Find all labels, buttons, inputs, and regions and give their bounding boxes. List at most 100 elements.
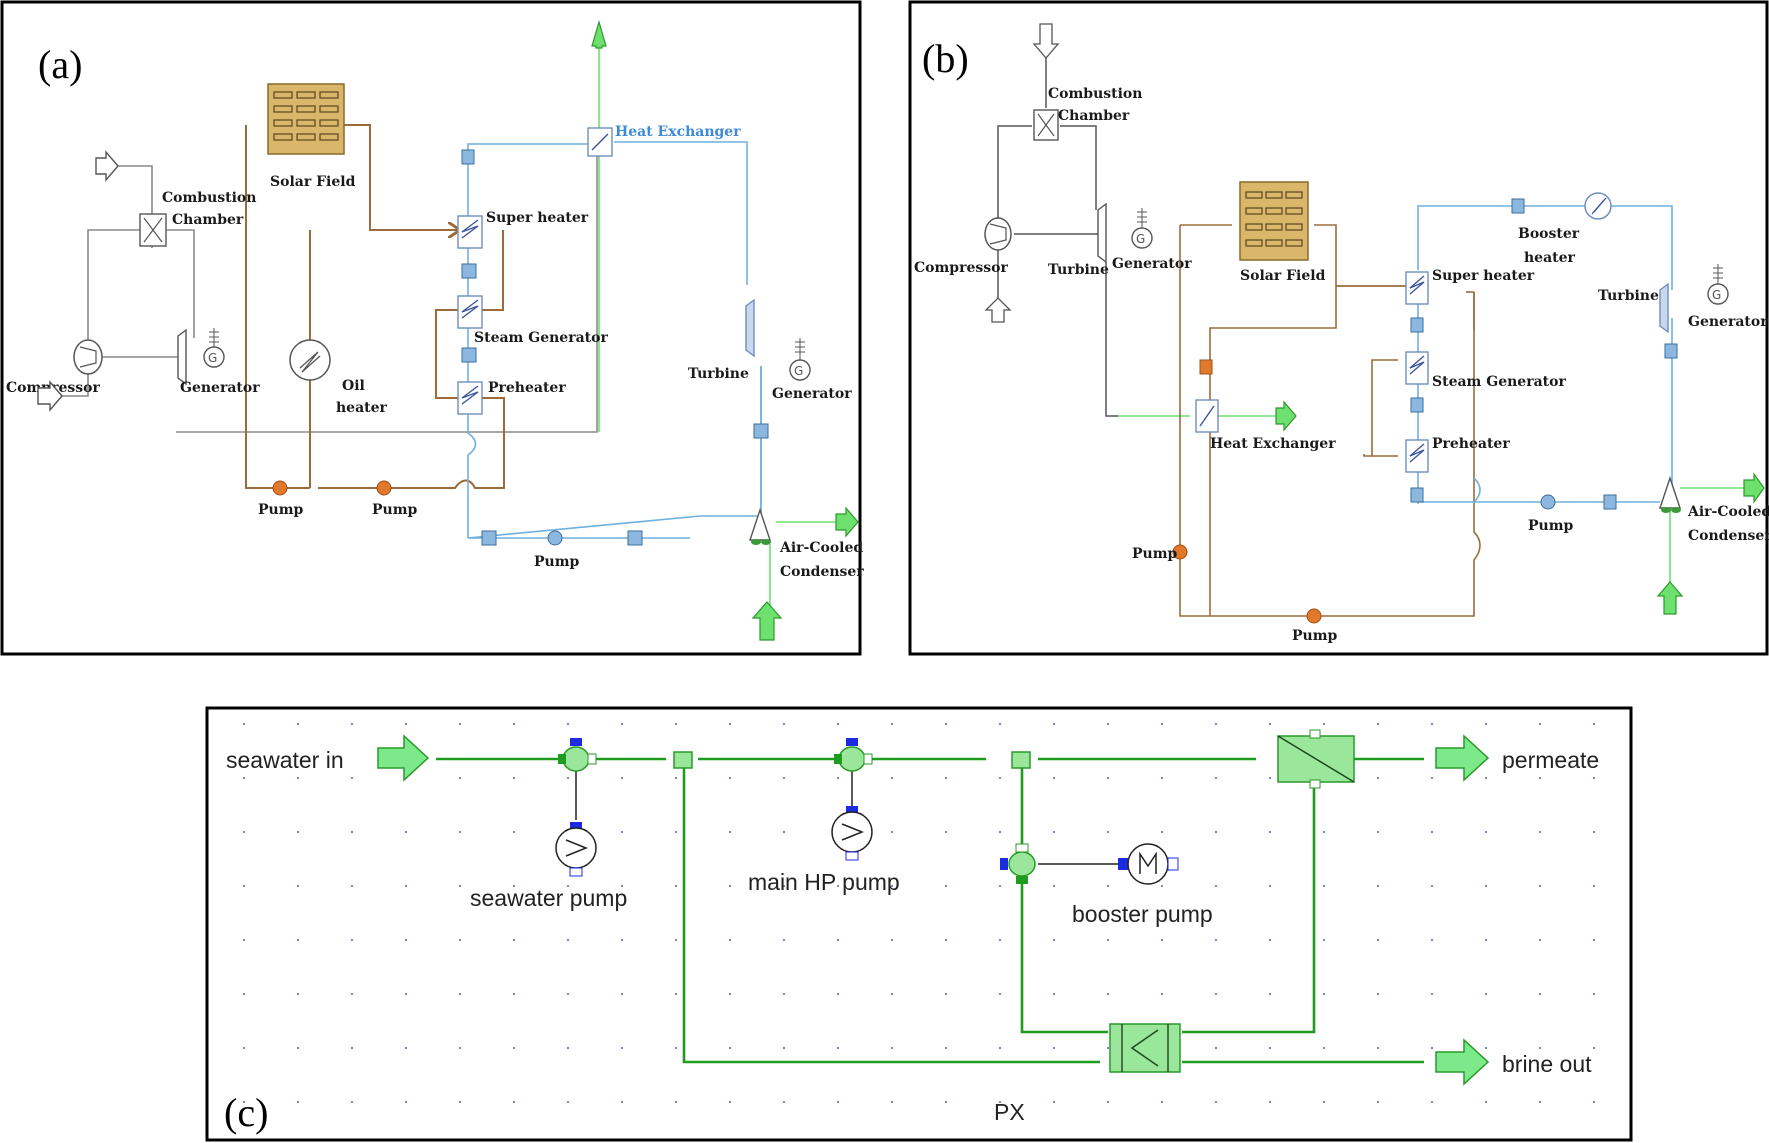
panel-c-grid bbox=[210, 711, 1628, 1137]
panel-a-super-heater-label: Super heater bbox=[486, 210, 589, 226]
panel-c-main-hp-pump-node bbox=[834, 738, 873, 772]
panel-b-fuel-inlet-icon bbox=[1032, 23, 1060, 59]
panel-b-air-lines bbox=[1118, 415, 1748, 588]
panel-a-pump1-icon bbox=[272, 480, 288, 496]
panel-b-preheater-label: Preheater bbox=[1432, 436, 1510, 452]
panel-b-air-outlet-icon bbox=[1743, 472, 1765, 504]
panel-a-combustion-label: Combustion bbox=[162, 190, 256, 206]
panel-a-fuel-inlet-icon bbox=[95, 150, 119, 182]
panel-b-gas-turbine-icon bbox=[1097, 202, 1107, 264]
panel-a-steam-generator bbox=[457, 295, 483, 329]
panel-b-steam-turbine-icon bbox=[1659, 282, 1669, 334]
panel-b-turbine1-label: Turbine bbox=[1048, 262, 1109, 278]
panel-b-oil-valve-icon bbox=[1199, 359, 1213, 375]
panel-b-valve1-icon bbox=[1410, 317, 1424, 333]
panel-a-pump2-label: Pump bbox=[372, 502, 418, 518]
panel-a-air-inlet2-icon bbox=[751, 601, 783, 641]
panel-c-permeate-label: permeate bbox=[1502, 747, 1599, 773]
panel-a-gas-turbine-icon bbox=[177, 328, 187, 386]
svg-text:G: G bbox=[794, 364, 803, 378]
panel-b-valve2-icon bbox=[1410, 397, 1424, 413]
panel-c-seawater-inlet-icon bbox=[377, 734, 430, 782]
panel-a-preheater bbox=[457, 381, 483, 415]
panel-a-steam-lines bbox=[467, 141, 762, 539]
panel-a-valve2-icon bbox=[461, 347, 477, 363]
panel-b-pump2-icon bbox=[1540, 494, 1556, 510]
panel-b-super-heater-label: Super heater bbox=[1432, 268, 1535, 284]
panel-b-pump3-icon bbox=[1306, 608, 1322, 624]
panel-b-valve3-icon bbox=[1410, 487, 1424, 503]
panel-c-brine-out-label: brine out bbox=[1502, 1051, 1592, 1077]
panel-a-valve5-icon bbox=[481, 530, 497, 546]
panel-a-oil-heater bbox=[289, 339, 331, 381]
panel-b-compressor-label: Compressor bbox=[914, 260, 1008, 276]
panel-b-booster-heater-coil-icon bbox=[1591, 197, 1607, 215]
panel-b-super-heater bbox=[1405, 271, 1429, 305]
panel-b-booster-heater-icon bbox=[1584, 192, 1612, 220]
panel-a-solar-field-label: Solar Field bbox=[270, 174, 356, 190]
panel-b-solar-field bbox=[1239, 181, 1309, 261]
panel-a-pump2-icon bbox=[376, 480, 392, 496]
panel-b-air-inlet2-icon bbox=[1656, 581, 1684, 615]
panel-a-preheater-label: Preheater bbox=[488, 380, 566, 396]
panel-b-steam-generator bbox=[1405, 351, 1429, 385]
panel-c-brine-outlet-icon bbox=[1435, 1038, 1490, 1086]
panel-a-heater-label: heater bbox=[336, 400, 388, 416]
panel-a-frame bbox=[0, 0, 862, 656]
panel-b-generator2-icon: G bbox=[1707, 264, 1729, 305]
svg-text:G: G bbox=[1136, 232, 1145, 246]
panel-a-generator2-label: Generator bbox=[772, 386, 852, 402]
panel-a-air-outlet-icon bbox=[835, 506, 859, 538]
panel-a-letter: (a) bbox=[38, 42, 82, 87]
panel-c-px-label: PX bbox=[994, 1099, 1025, 1125]
panel-b-heater-label: heater bbox=[1524, 250, 1576, 266]
panel-b-pump2-label: Pump bbox=[1528, 518, 1574, 534]
panel-b-air-cooled-condenser bbox=[1659, 475, 1681, 513]
panel-c-px-icon bbox=[1109, 1023, 1181, 1073]
panel-c-ro-membrane-icon bbox=[1277, 729, 1355, 789]
panel-b-chamber-label: Chamber bbox=[1058, 108, 1130, 124]
panel-b-pump1-label: Pump bbox=[1132, 546, 1178, 562]
panel-a-valve1-icon bbox=[461, 263, 477, 279]
panel-a: (a) bbox=[0, 0, 864, 656]
panel-b-preheater bbox=[1405, 439, 1429, 473]
panel-c-seawater-in-label: seawater in bbox=[226, 747, 344, 773]
panel-a-oil-lines bbox=[245, 124, 505, 489]
panel-b-air-inlet-icon bbox=[984, 297, 1012, 323]
panel-a-generator1-label: Generator bbox=[180, 380, 260, 396]
panel-a-turbine-label: Turbine bbox=[688, 366, 749, 382]
svg-text:G: G bbox=[208, 351, 217, 365]
panel-c-booster-pump-label: booster pump bbox=[1072, 901, 1213, 927]
panel-b-frame bbox=[908, 0, 1769, 656]
panel-a-air-cooled-label: Air-Cooled bbox=[779, 540, 863, 556]
panel-b-valve4-icon bbox=[1511, 198, 1525, 214]
panel-b-oil-lines bbox=[1179, 224, 1481, 617]
panel-a-valve6-icon bbox=[627, 530, 643, 546]
panel-b-condenser-label: Condenser bbox=[1688, 528, 1769, 544]
panel-a-pump3-label: Pump bbox=[534, 554, 580, 570]
panel-a-air-inlet-icon bbox=[37, 380, 63, 412]
panel-b-combustion-chamber bbox=[1033, 109, 1059, 141]
panel-c-mixer-icon bbox=[1011, 751, 1031, 769]
panel-a-combustion-chamber bbox=[139, 213, 167, 247]
panel-a-solar-field bbox=[267, 83, 345, 155]
panel-a-heat-exchanger bbox=[587, 127, 613, 157]
panel-b-generator1-icon: G bbox=[1131, 208, 1153, 249]
panel-c-splitter1-icon bbox=[673, 751, 693, 769]
panel-a-valve3-icon bbox=[461, 149, 475, 165]
panel-c-main-hp-pump-label: main HP pump bbox=[748, 869, 900, 895]
panel-b-exhaust-outlet-icon bbox=[1275, 400, 1297, 432]
panel-c-letter: (c) bbox=[224, 1090, 268, 1135]
panel-b-letter: (b) bbox=[922, 36, 969, 81]
panel-b-booster-label: Booster bbox=[1518, 226, 1580, 242]
panel-c-booster-pump-motor-icon bbox=[1118, 843, 1179, 885]
panel-a-pump3-icon bbox=[547, 530, 563, 546]
panel-b-heat-exchanger-label: Heat Exchanger bbox=[1210, 436, 1336, 452]
panel-a-air-cooled-condenser bbox=[749, 507, 771, 545]
panel-b-valve5-icon bbox=[1664, 343, 1678, 359]
panel-a-condenser-label: Condenser bbox=[780, 564, 864, 580]
panel-b-generator1-label: Generator bbox=[1112, 256, 1192, 272]
panel-b-combustion-label: Combustion bbox=[1048, 86, 1142, 102]
panel-a-super-heater bbox=[457, 215, 483, 249]
